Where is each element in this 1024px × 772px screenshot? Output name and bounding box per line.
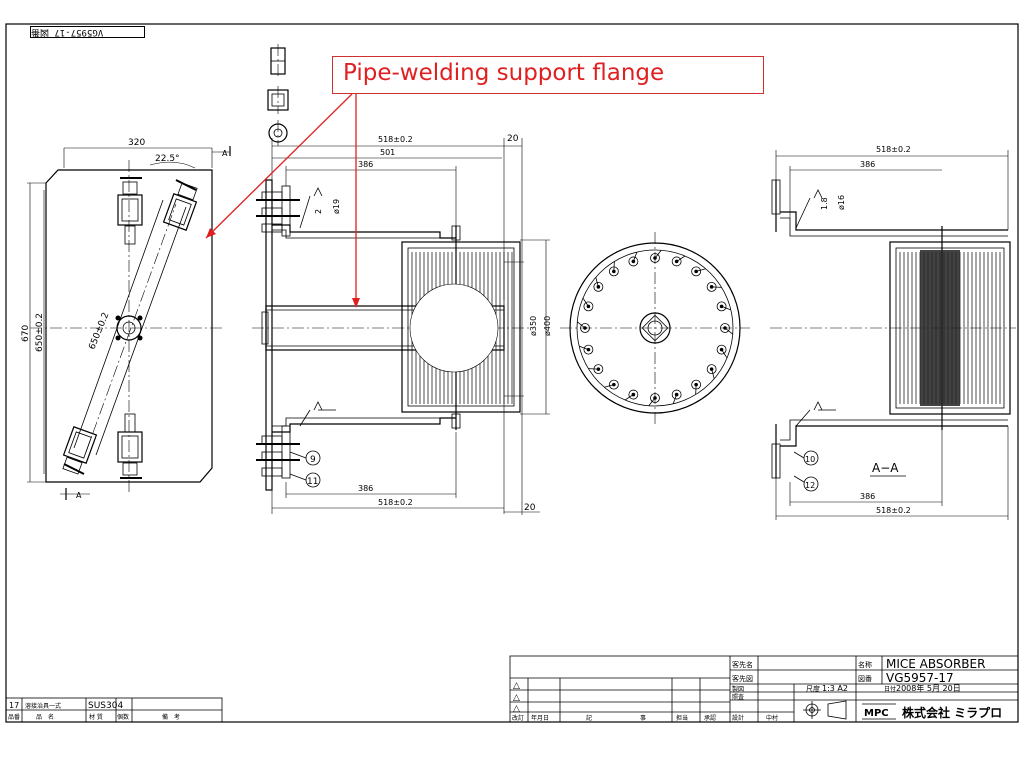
logo-mpc: MPC xyxy=(864,708,889,719)
detail-symbols xyxy=(268,44,288,146)
title-block: △ △ △ 改訂 年月日 記 事 担当 承認 客先名 客先図 製図 照査 設計 … xyxy=(510,656,1018,722)
callout-box: Pipe-welding support flange xyxy=(332,56,764,94)
check-person: 中村 xyxy=(766,714,778,722)
checked-label: 照査 xyxy=(732,693,744,701)
col-approve: 承認 xyxy=(704,714,716,722)
client-name-label: 客先名 xyxy=(732,660,753,669)
dim-2: 2 xyxy=(314,209,323,214)
dim-386-bottom: 386 xyxy=(358,484,373,493)
balloon-9: 9 xyxy=(310,455,316,465)
rev-mark-3: △ xyxy=(513,704,520,714)
scale-label: 尺度 xyxy=(806,684,820,693)
dim-dia-19: ø19 xyxy=(332,199,341,214)
left-view-flange: 320 22.5° A 670 650±0.2 650±0.2 A xyxy=(21,138,230,500)
drafted-label: 製図 xyxy=(732,685,744,693)
balloon-12: 12 xyxy=(805,481,815,490)
col-person: 担当 xyxy=(676,714,688,722)
col-date: 年月日 xyxy=(531,714,549,722)
callout-text: Pipe-welding support flange xyxy=(343,60,664,86)
scale-value: 1:3 A2 xyxy=(822,684,848,693)
dim-650: 650±0.2 xyxy=(35,313,45,352)
dim-386-top: 386 xyxy=(358,160,373,169)
section-label-a-a: A−A xyxy=(872,461,899,475)
dim-20-top: 20 xyxy=(507,134,519,144)
dim-dia-400: ø400 xyxy=(543,316,552,336)
dim-518-bottom: 518±0.2 xyxy=(378,498,413,507)
part-material: SUS304 xyxy=(88,701,123,711)
r-dim-dia-16: ø16 xyxy=(837,195,846,210)
date-value: 2008年 5月 20日 xyxy=(896,683,961,693)
drawing-no-label: 図番 xyxy=(858,675,872,683)
section-mark-a-top: A xyxy=(222,149,228,158)
r-dim-1-8: 1.8 xyxy=(820,197,829,210)
part-no: 17 xyxy=(9,701,19,710)
balloon-10: 10 xyxy=(805,455,815,464)
r-dim-386-top: 386 xyxy=(860,160,875,169)
section-mark-a-bottom: A xyxy=(76,491,82,500)
dim-518-top: 518±0.2 xyxy=(378,135,413,144)
name-label: 名称 xyxy=(858,660,872,669)
name-value: MICE ABSORBER xyxy=(886,657,985,671)
col-note-2: 事 xyxy=(640,714,646,722)
bolt-leader xyxy=(655,250,661,258)
section-view-a-a: 518±0.2 386 1.8 ø16 10 12 A−A 386 518±0.… xyxy=(770,145,1016,520)
rev-mark-1: △ xyxy=(513,681,520,691)
header-part-name: 品 名 xyxy=(36,713,54,721)
header-part-no: 品番 xyxy=(8,714,20,721)
side-view-main: 518±0.2 20 501 386 2 ø19 ø350 ø400 9 11 xyxy=(252,134,552,515)
front-view-circle xyxy=(560,232,750,424)
dim-320: 320 xyxy=(128,138,145,148)
dim-501: 501 xyxy=(380,148,395,157)
stamp-text: VG5957-17 図番 xyxy=(31,27,106,37)
bolt-leader xyxy=(577,322,585,328)
bolt-leader xyxy=(649,398,655,406)
date-label: 日付 xyxy=(884,685,896,693)
col-revision: 改訂 xyxy=(512,714,524,722)
client-drawing-label: 客先図 xyxy=(732,674,753,683)
company-name: 株式会社 ミラプロ xyxy=(902,705,1002,720)
drawing-no-value: VG5957-17 xyxy=(886,671,954,685)
part-name: 溶接治具一式 xyxy=(25,702,61,710)
dim-22-5: 22.5° xyxy=(155,154,180,164)
bolt-center xyxy=(632,260,636,264)
dim-20-bottom: 20 xyxy=(524,503,536,513)
drawing-number-stamp: VG5957-17 図番 xyxy=(30,26,145,38)
r-dim-518-top: 518±0.2 xyxy=(876,145,911,154)
r-dim-386-bottom: 386 xyxy=(860,492,875,501)
dim-650-diagonal: 650±0.2 xyxy=(88,311,112,351)
dim-670: 670 xyxy=(21,325,31,342)
bolt-center xyxy=(587,348,591,352)
parts-list: 17 溶接治具一式 SUS304 品番 品 名 材 質 個数 備 考 xyxy=(6,698,222,722)
design-label: 設計 xyxy=(732,714,744,722)
rev-mark-2: △ xyxy=(513,693,520,703)
header-qty: 個数 xyxy=(117,713,129,721)
header-note: 備 考 xyxy=(162,713,180,721)
dim-dia-350: ø350 xyxy=(529,316,538,336)
bolt-leader xyxy=(725,328,733,334)
col-note: 記 xyxy=(586,714,592,722)
r-dim-518-bottom: 518±0.2 xyxy=(876,506,911,515)
header-material: 材 質 xyxy=(89,713,103,721)
balloon-11: 11 xyxy=(307,477,318,487)
